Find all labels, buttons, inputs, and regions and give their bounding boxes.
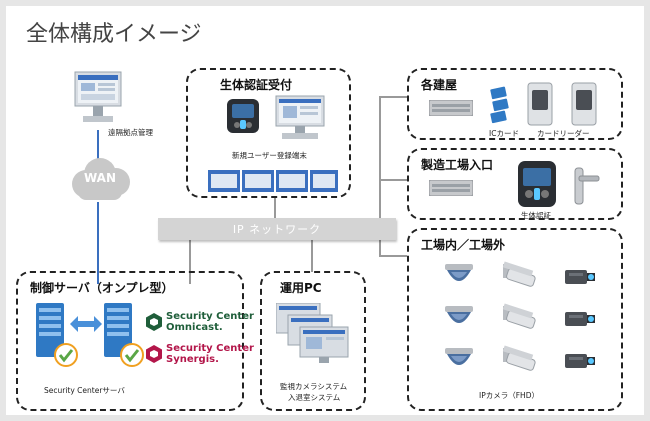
line-trunk-factory bbox=[379, 255, 407, 257]
operation-pc-line2: 入退室システム bbox=[288, 393, 341, 402]
synergis-line1: Security Center bbox=[166, 343, 254, 354]
card-reader-icon bbox=[527, 82, 553, 126]
registration-title: 生体認証受付 bbox=[220, 78, 293, 92]
check-icon bbox=[54, 343, 78, 367]
wan-cloud-icon bbox=[72, 158, 130, 200]
line-wan-to-server bbox=[97, 202, 99, 284]
biometric-device-icon bbox=[227, 99, 259, 133]
box-camera-icon bbox=[565, 312, 595, 326]
factory-area-box: 工場内／工場外 IPカメラ（FHD） bbox=[407, 228, 623, 411]
factory-entrance-title: 製造工場入口 bbox=[421, 158, 494, 172]
operation-pc-box: 運用PC 監視カメラシステム 入退室システム bbox=[260, 271, 366, 411]
buildings-box: 各建屋 ICカード カードリーダー bbox=[407, 68, 623, 140]
entrance-controller-icon bbox=[429, 180, 473, 196]
registration-terminal-label: 新規ユーザー登録端末 bbox=[232, 151, 307, 160]
control-server-title: 制御サーバ（オンプレ型） bbox=[30, 281, 174, 295]
bullet-camera-icon bbox=[502, 303, 536, 329]
remote-site-label: 遠隔拠点管理 bbox=[108, 128, 153, 137]
ic-card-icon bbox=[490, 86, 509, 124]
operation-pc-line1: 監視カメラシステム bbox=[280, 382, 348, 391]
card-reader-icon-2 bbox=[571, 82, 597, 126]
sync-arrow-icon bbox=[70, 316, 102, 332]
line-server-to-network bbox=[189, 240, 191, 284]
door-handle-icon bbox=[574, 167, 600, 205]
line-pc-to-wan bbox=[97, 130, 99, 162]
box-camera-icon bbox=[565, 270, 595, 284]
box-camera-icon bbox=[565, 354, 595, 368]
dome-camera-icon bbox=[445, 306, 473, 323]
server-label: Security Centerサーバ bbox=[44, 386, 125, 395]
camera-grid bbox=[439, 260, 609, 380]
registration-box: 生体認証受付 新規ユーザー登録端末 bbox=[186, 68, 351, 198]
ip-network-label: IP ネットワーク bbox=[232, 223, 322, 236]
operation-pc-icon bbox=[276, 303, 349, 363]
remote-pc-icon bbox=[74, 71, 122, 122]
registration-terminal-icon bbox=[275, 95, 325, 139]
bullet-camera-icon bbox=[502, 261, 536, 287]
bio-label: 生体認証 bbox=[521, 211, 551, 220]
operation-pc-title: 運用PC bbox=[280, 281, 322, 295]
biometric-reader-icon bbox=[518, 161, 556, 207]
factory-entrance-box: 製造工場入口 生体認証 bbox=[407, 148, 623, 220]
registration-screens-icon bbox=[208, 170, 338, 192]
factory-area-title: 工場内／工場外 bbox=[421, 238, 506, 252]
server-icon-2 bbox=[104, 303, 132, 357]
controller-icon bbox=[429, 100, 473, 116]
server-icon bbox=[36, 303, 64, 357]
synergis-logo-icon bbox=[146, 345, 162, 363]
line-trunk-buildings bbox=[379, 96, 407, 98]
omnicast-line2: Omnicast. bbox=[166, 322, 223, 333]
diagram-canvas: 全体構成イメージ 遠隔拠点管理 WAN 生体認証受付 bbox=[6, 6, 644, 415]
line-trunk-entrance bbox=[379, 179, 407, 181]
line-pc-to-network bbox=[311, 240, 313, 272]
synergis-line2: Synergis. bbox=[166, 354, 219, 365]
dome-camera-icon bbox=[445, 348, 473, 365]
control-server-box: 制御サーバ（オンプレ型） Security Centerサーバ Security… bbox=[16, 271, 254, 411]
omnicast-line1: Security Center bbox=[166, 311, 254, 322]
buildings-title: 各建屋 bbox=[421, 78, 458, 92]
bullet-camera-icon bbox=[502, 345, 536, 371]
card-reader-label: カードリーダー bbox=[537, 129, 590, 138]
ic-card-label: ICカード bbox=[489, 129, 519, 138]
dome-camera-icon bbox=[445, 264, 473, 281]
wan-label: WAN bbox=[83, 171, 117, 185]
line-reg-to-network bbox=[274, 197, 276, 218]
page-title: 全体構成イメージ bbox=[26, 22, 202, 47]
line-network-trunk bbox=[379, 96, 381, 256]
ip-network-bar: IP ネットワーク bbox=[158, 218, 396, 240]
omnicast-logo-icon bbox=[146, 313, 162, 331]
camera-label: IPカメラ（FHD） bbox=[479, 391, 539, 400]
check-icon-2 bbox=[120, 343, 144, 367]
